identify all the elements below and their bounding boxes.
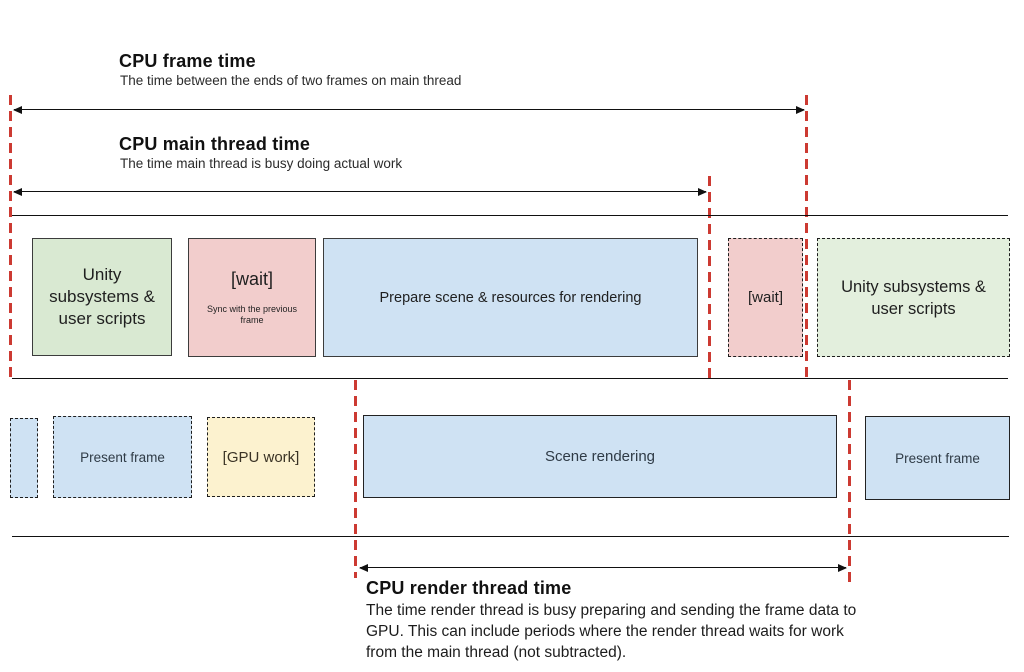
wait-sync-sublabel: Sync with the previous frame	[206, 304, 298, 325]
render-thread-box-scene-rendering: Scene rendering	[363, 415, 837, 498]
cpu-main-thread-time-arrow	[13, 187, 707, 196]
main-thread-box-wait-sync: [wait] Sync with the previous frame	[188, 238, 316, 357]
cpu-frame-time-arrow	[13, 105, 805, 114]
frame-start-marker	[9, 95, 12, 377]
wait-label: [wait]	[230, 269, 273, 289]
main-thread-end-marker	[708, 176, 711, 380]
render-thread-box-gpu-work: [GPU work]	[207, 417, 315, 497]
arrow-right-head-icon	[796, 105, 805, 114]
render-thread-box-previous-stub	[10, 418, 38, 498]
render-thread-box-present-frame: Present frame	[865, 416, 1010, 500]
cpu-render-thread-time-arrow	[359, 563, 847, 572]
main-thread-track-top-line	[12, 215, 1008, 216]
cpu-frame-time-title: CPU frame time	[119, 51, 256, 71]
main-thread-track-bottom-line	[12, 378, 1008, 379]
arrow-left-head-icon	[13, 187, 22, 196]
cpu-frame-time-subtitle: The time between the ends of two frames …	[120, 73, 462, 88]
frame-end-marker	[805, 95, 808, 380]
cpu-main-thread-time-subtitle: The time main thread is busy doing actua…	[120, 156, 403, 171]
render-thread-end-marker	[848, 380, 851, 586]
render-thread-start-marker	[354, 380, 357, 578]
cpu-main-thread-time-title: CPU main thread time	[119, 134, 311, 154]
arrow-right-head-icon	[698, 187, 707, 196]
render-thread-track-bottom-line	[12, 536, 1009, 537]
arrow-left-head-icon	[359, 563, 368, 572]
arrow-left-head-icon	[13, 105, 22, 114]
main-thread-box-unity-subsystems: Unity subsystems & user scripts	[32, 238, 172, 356]
main-thread-box-unity-subsystems-next-frame: Unity subsystems & user scripts	[817, 238, 1010, 357]
cpu-render-thread-time-title: CPU render thread time	[366, 578, 572, 598]
cpu-render-thread-time-description: The time render thread is busy preparing…	[366, 602, 857, 661]
arrow-right-head-icon	[838, 563, 847, 572]
render-thread-box-present-frame-previous: Present frame	[53, 416, 192, 498]
main-thread-box-wait-next-frame: [wait]	[728, 238, 803, 357]
main-thread-box-prepare-scene: Prepare scene & resources for rendering	[323, 238, 698, 357]
